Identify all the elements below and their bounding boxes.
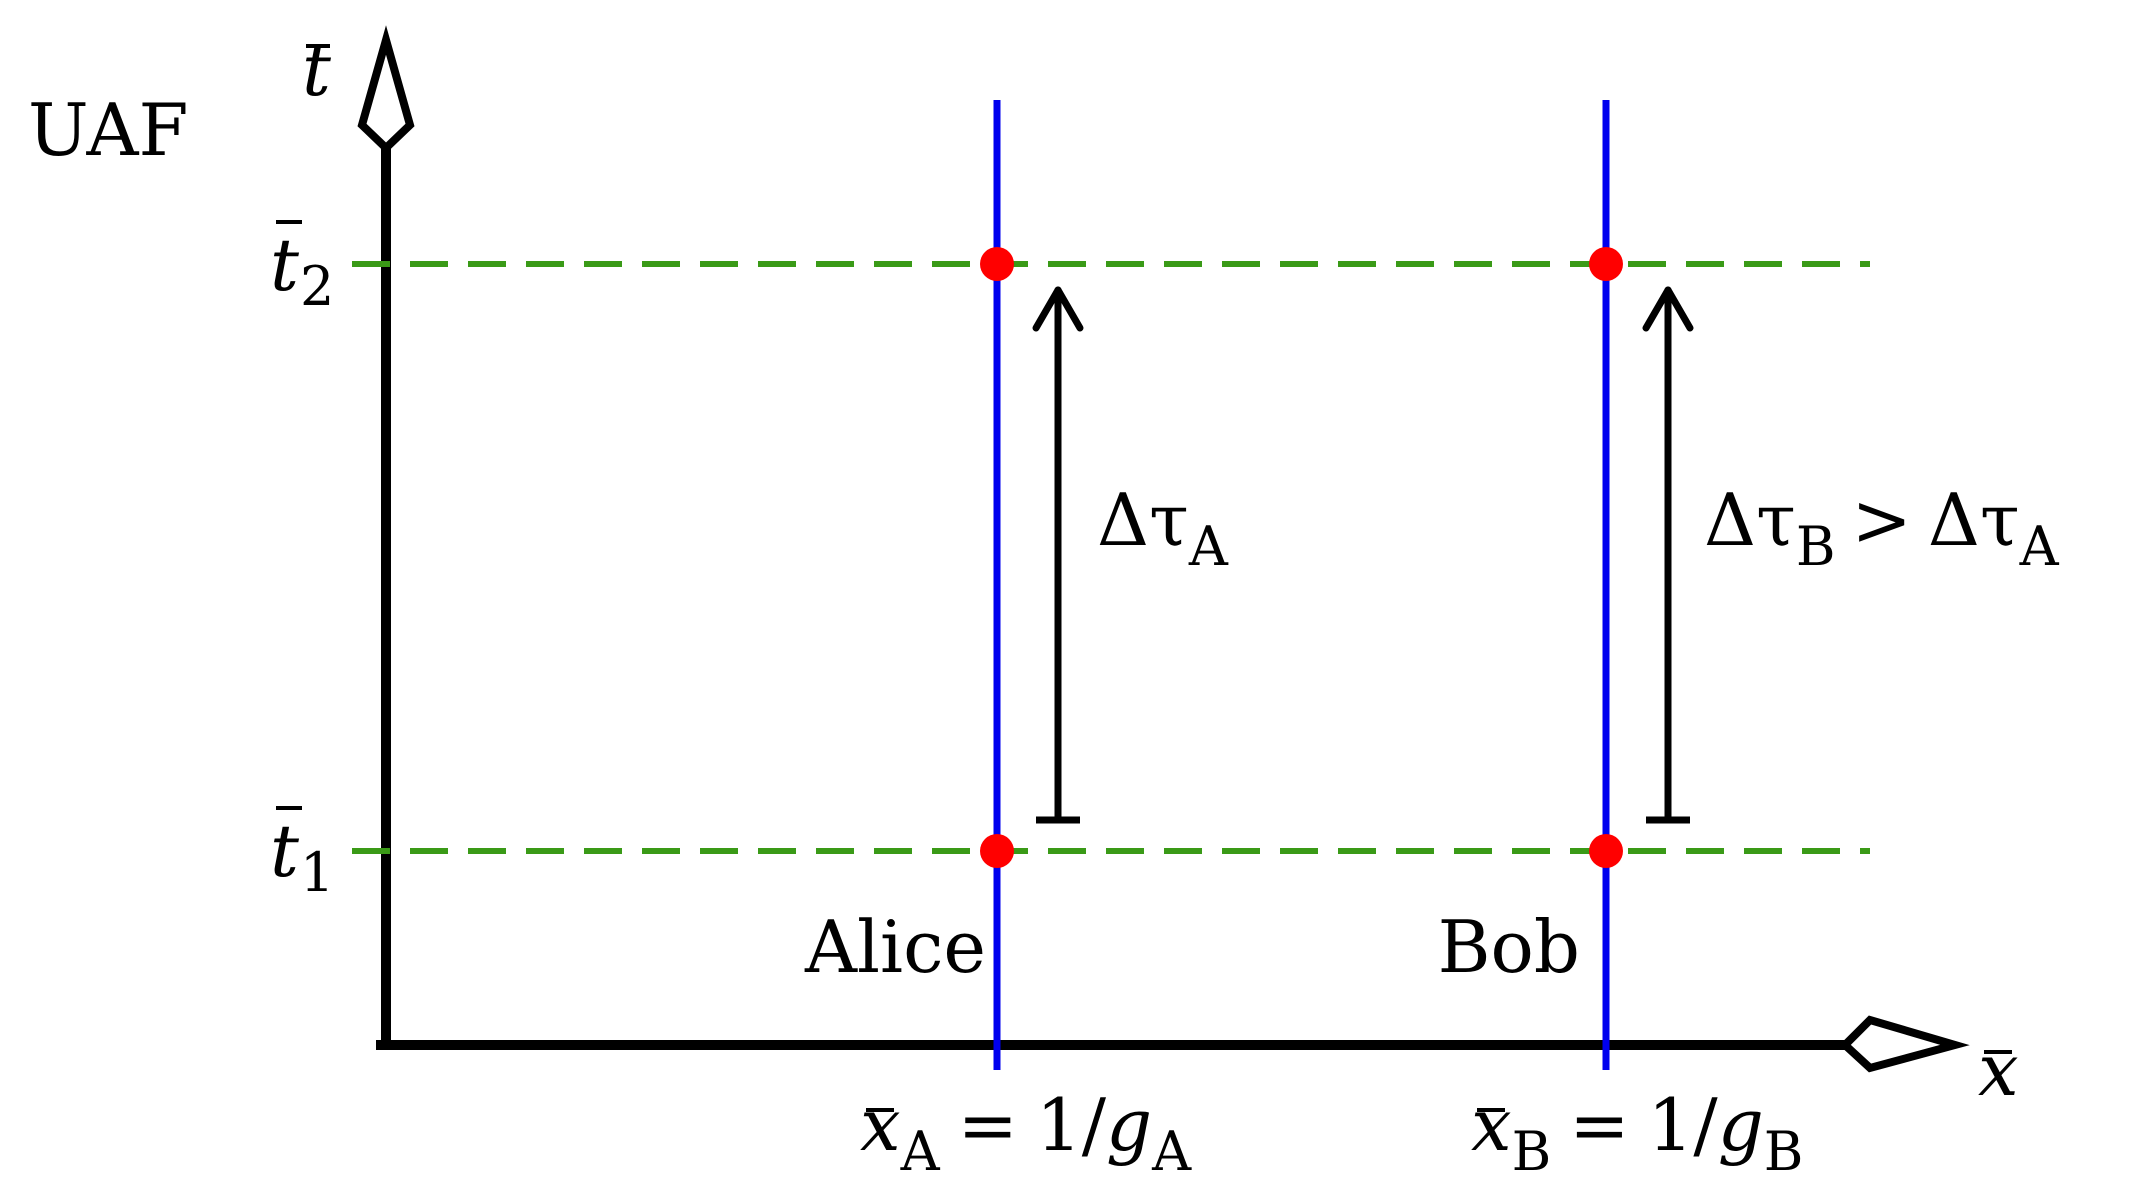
bob-position-label: xB=1/gB — [1471, 1083, 1803, 1182]
svg-text:xB=1/gB: xB=1/gB — [1471, 1083, 1803, 1182]
svg-text:x: x — [1978, 1028, 2019, 1112]
alice-event-t2 — [980, 247, 1014, 281]
x-axis-label: x — [1978, 1028, 2019, 1112]
frame-label: UAF — [28, 88, 188, 172]
t2-label: t 2 — [270, 220, 334, 318]
time-levels — [352, 261, 1870, 854]
bob-event-t2 — [1589, 247, 1623, 281]
bob-name: Bob — [1438, 905, 1580, 989]
bob-event-t1 — [1589, 834, 1623, 868]
bob-interval-label: ΔτB>ΔτA — [1704, 478, 2060, 578]
svg-text:t: t — [270, 809, 300, 893]
alice-interval-label: ΔτA — [1097, 478, 1229, 578]
t-axis-label: t — [302, 28, 332, 112]
events — [980, 247, 1623, 868]
alice-interval-arrow — [1032, 286, 1084, 824]
t-axis-arrowhead — [357, 25, 415, 154]
x-axis-arrowhead — [1839, 1015, 1970, 1073]
svg-text:2: 2 — [300, 255, 334, 318]
alice-name: Alice — [804, 905, 986, 989]
alice-event-t1 — [980, 834, 1014, 868]
svg-text:t: t — [270, 223, 300, 307]
t1-label: t 1 — [270, 806, 334, 904]
svg-text:1: 1 — [300, 841, 334, 904]
bob-interval-arrow — [1642, 286, 1694, 824]
svg-text:t: t — [302, 28, 332, 112]
alice-position-label: xA=1/gA — [860, 1083, 1192, 1182]
svg-text:xA=1/gA: xA=1/gA — [860, 1083, 1192, 1182]
